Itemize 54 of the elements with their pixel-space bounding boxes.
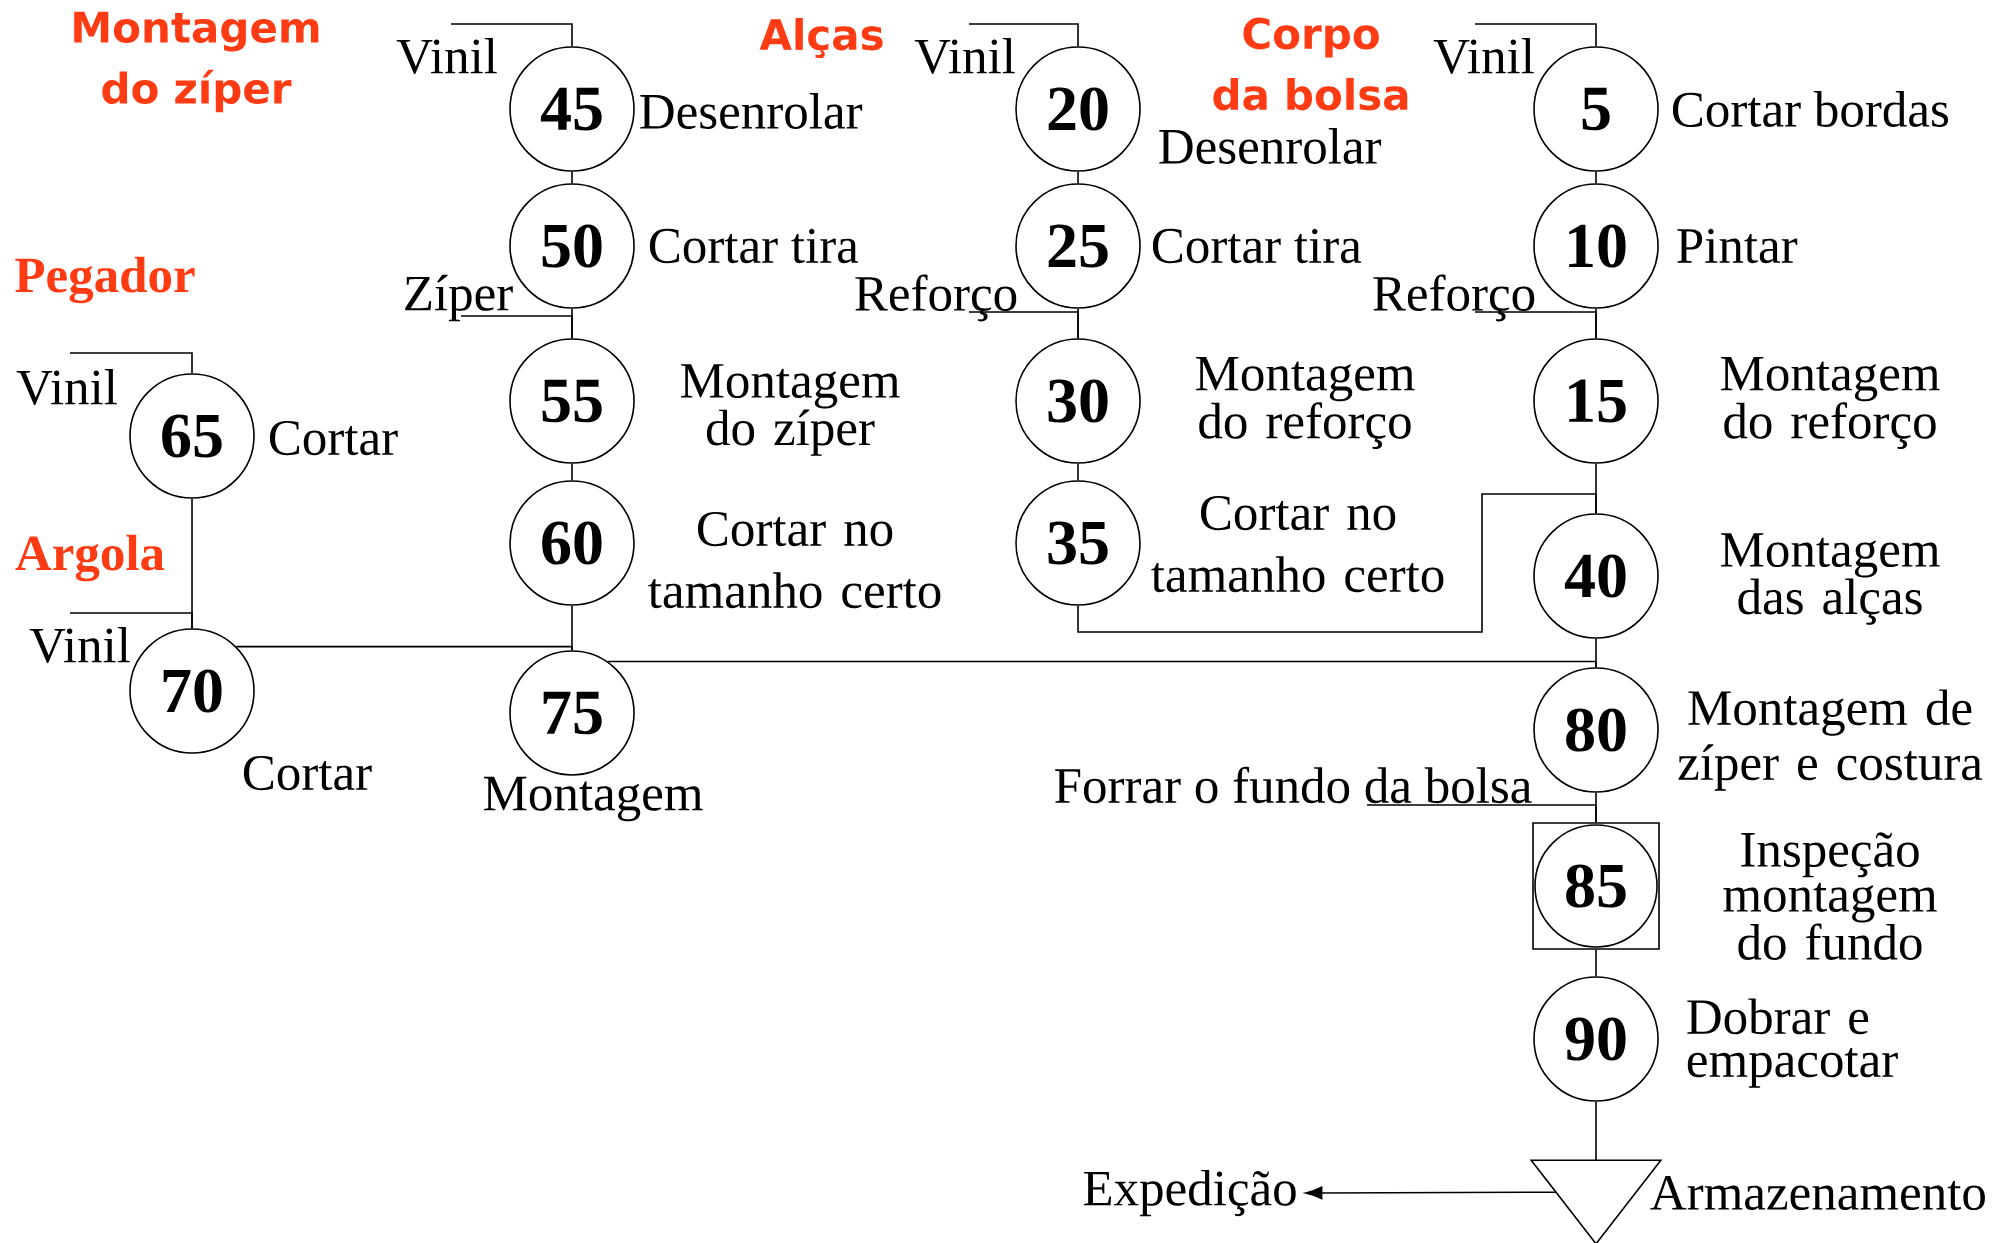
step-description: Montagem — [484, 776, 703, 822]
connector-line — [1595, 949, 1597, 977]
connector-line — [968, 23, 1079, 47]
connector-line — [1077, 463, 1079, 481]
step-description: Montagem de zíper e costura — [1678, 689, 1983, 791]
material-label: Reforço — [855, 274, 1017, 322]
step-description: Cortar — [243, 755, 372, 791]
connector-line — [1474, 23, 1597, 47]
material-label: Vinil — [16, 368, 117, 406]
connector-line — [1077, 493, 1597, 633]
connector-line — [450, 23, 573, 47]
connector-line — [460, 315, 573, 339]
connector-line — [571, 171, 573, 184]
connector-line — [968, 311, 1079, 339]
destination-label: Expedição — [1083, 1169, 1296, 1217]
step-description: Cortar no tamanho certo — [648, 511, 941, 609]
step-description: Montagem do reforço — [1196, 356, 1415, 450]
connector-line — [607, 660, 1597, 668]
section-heading: Argola — [15, 534, 165, 582]
step-description: Cortar tira — [1152, 228, 1362, 264]
step-description: Desenrolar — [1159, 128, 1382, 164]
connector-line — [1595, 463, 1597, 514]
step-description: Dobrar e empacotar — [1687, 998, 1898, 1088]
section-heading: Montagem do zíper — [74, 11, 319, 113]
connector-line — [1474, 311, 1597, 339]
step-description: Cortar no tamanho certo — [1151, 495, 1444, 593]
connector-line — [1077, 171, 1079, 184]
step-description: Pintar — [1677, 228, 1798, 264]
material-label: Vinil — [1433, 37, 1534, 75]
step-description: Cortar bordas — [1672, 91, 1948, 127]
connector-line — [235, 645, 573, 651]
step-description: Montagem das alças — [1721, 533, 1940, 625]
material-label: Vinil — [396, 37, 497, 75]
step-description: Inspeção montagem do fundo — [1723, 832, 1937, 960]
step-description: Montagem do reforço — [1721, 356, 1940, 450]
section-heading: Pegador — [15, 256, 195, 304]
section-heading: Corpo da bolsa — [1213, 17, 1408, 111]
step-description: Armazenamento — [1650, 1175, 1985, 1211]
connector-line — [1595, 1101, 1597, 1161]
connector-line — [1595, 171, 1597, 184]
arrow — [1305, 1186, 1557, 1200]
material-label: Forrar o fundo da bolsa — [1055, 766, 1532, 804]
section-heading: Alças — [759, 17, 883, 59]
step-description: Cortar — [269, 420, 398, 456]
connector-line — [69, 352, 193, 374]
connector-line — [69, 612, 193, 629]
step-description: Cortar tira — [649, 228, 859, 264]
connector-line — [571, 463, 573, 481]
connector-line — [1366, 804, 1597, 823]
material-label: Reforço — [1373, 274, 1535, 322]
material-label: Vinil — [29, 626, 130, 664]
material-label: Vinil — [914, 37, 1015, 75]
step-description: Desenrolar — [640, 93, 863, 129]
step-description: Montagem do zíper — [681, 364, 900, 456]
